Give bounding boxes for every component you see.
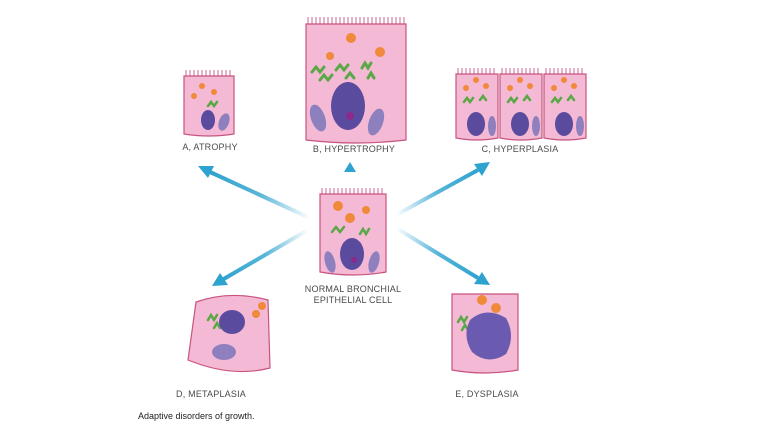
arrow-to-metaplasia bbox=[212, 228, 310, 286]
hypertrophy-cell bbox=[305, 17, 407, 144]
arrow-to-atrophy bbox=[198, 166, 311, 220]
atrophy-cell bbox=[183, 70, 235, 137]
label-atrophy: A, ATROPHY bbox=[182, 142, 238, 152]
label-normal-line1: NORMAL BRONCHIAL bbox=[304, 284, 402, 294]
hyperplasia-cell-3 bbox=[543, 73, 587, 141]
normal-cell bbox=[319, 188, 387, 276]
label-normal-line2: EPITHELIAL CELL bbox=[313, 295, 393, 305]
label-metaplasia: D, METAPLASIA bbox=[176, 389, 246, 399]
arrow-to-hyperplasia bbox=[395, 162, 490, 217]
arrow-to-dysplasia bbox=[394, 226, 490, 285]
hyperplasia-cell-1 bbox=[455, 73, 499, 141]
label-dysplasia: E, DYSPLASIA bbox=[455, 389, 519, 399]
dysplasia-cell bbox=[451, 293, 519, 374]
metaplasia-cell bbox=[187, 294, 271, 373]
golgi bbox=[310, 60, 376, 83]
hyperplasia-cells bbox=[455, 68, 587, 141]
label-normal-cell: NORMAL BRONCHIAL EPITHELIAL CELL bbox=[305, 284, 401, 306]
label-hyperplasia: C, HYPERPLASIA bbox=[481, 144, 559, 154]
figure-caption: Adaptive disorders of growth. bbox=[138, 411, 255, 421]
cilia bbox=[307, 17, 405, 24]
hyperplasia-cell-2 bbox=[499, 73, 543, 141]
label-hypertrophy: B, HYPERTROPHY bbox=[312, 144, 396, 154]
arrow-to-hypertrophy bbox=[344, 162, 356, 188]
